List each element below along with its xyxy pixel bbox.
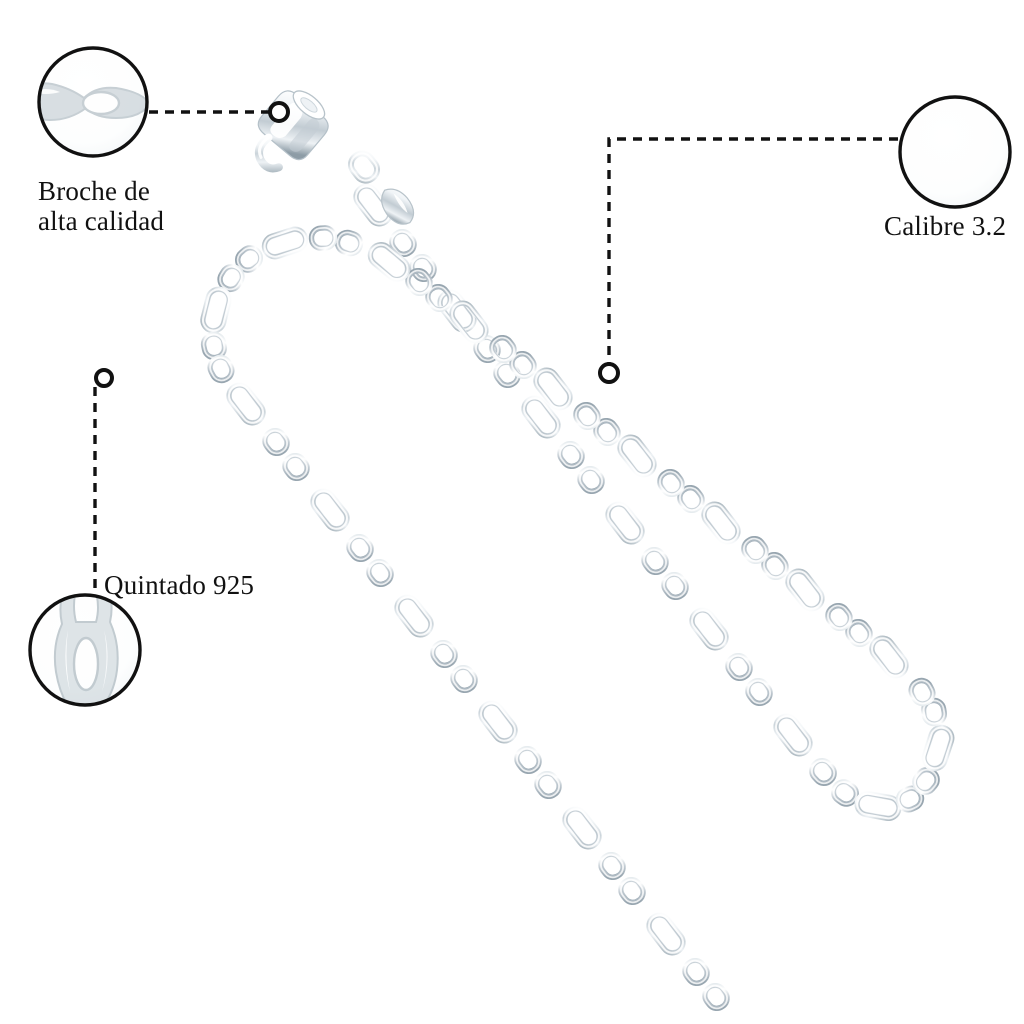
callout-leaders	[93, 110, 898, 593]
magnifier-clasp	[37, 46, 149, 158]
anchor-dot-plating	[94, 368, 114, 388]
chain-graphic	[201, 90, 955, 1012]
lobster-clasp	[254, 90, 329, 173]
callout-label-clasp: Broche de alta calidad	[38, 176, 165, 236]
chain-turn-left	[201, 227, 363, 384]
magnifier-gauge	[898, 95, 1012, 209]
callout-anchor-dots	[94, 101, 620, 388]
chain-strand-middle	[366, 240, 910, 680]
anchor-dot-gauge	[598, 362, 620, 384]
leader-line-gauge	[607, 137, 898, 364]
callout-label-gauge: Calibre 3.2	[884, 211, 1007, 241]
callout-label-plating: Quintado 925	[104, 570, 255, 600]
chain-strand-lower	[225, 381, 731, 1012]
chain-turn-right	[855, 677, 954, 820]
clasp-jump-ring	[347, 150, 415, 225]
magnifier-plating	[28, 593, 142, 707]
anchor-dot-clasp	[268, 101, 290, 123]
